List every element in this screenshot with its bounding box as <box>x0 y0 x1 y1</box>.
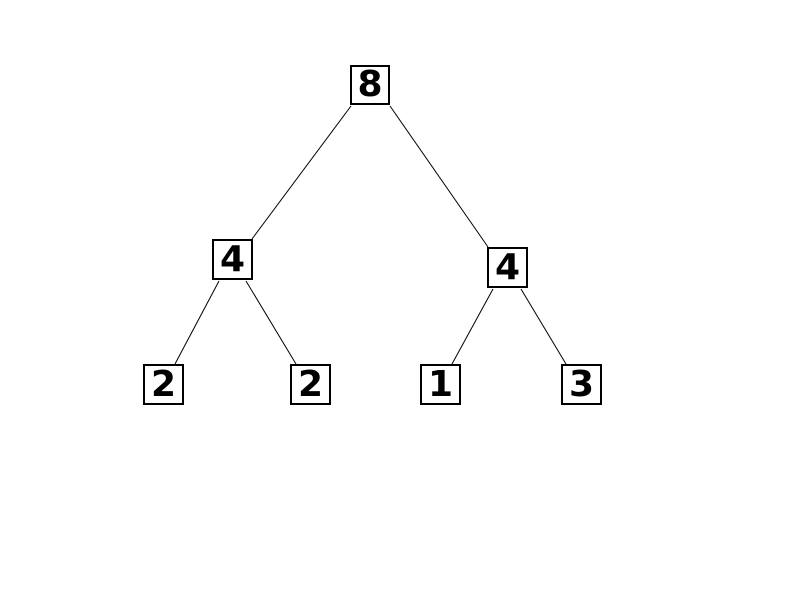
tree-node-left-left: 2 <box>143 364 184 405</box>
edge-root-to-left <box>251 105 352 240</box>
tree-node-left-value: 4 <box>219 238 246 280</box>
tree-node-right-right-value: 3 <box>568 363 595 405</box>
tree-node-right-left: 1 <box>420 364 461 405</box>
tree-node-right-left-value: 1 <box>427 363 454 405</box>
edge-right-to-right-left <box>451 288 494 365</box>
edge-root-to-right <box>389 105 489 248</box>
tree-node-left-right: 2 <box>290 364 331 405</box>
tree-node-right: 4 <box>487 247 528 288</box>
tree-node-left: 4 <box>212 239 253 280</box>
tree-node-root: 8 <box>350 65 390 105</box>
tree-node-left-right-value: 2 <box>297 363 324 405</box>
tree-node-right-right: 3 <box>561 364 602 405</box>
edge-left-to-left-right <box>245 280 297 365</box>
edge-right-to-right-right <box>520 288 567 365</box>
tree-node-root-value: 8 <box>357 64 383 105</box>
tree-node-right-value: 4 <box>494 246 521 288</box>
edge-left-to-left-left <box>174 280 220 365</box>
tree-node-left-left-value: 2 <box>150 363 177 405</box>
